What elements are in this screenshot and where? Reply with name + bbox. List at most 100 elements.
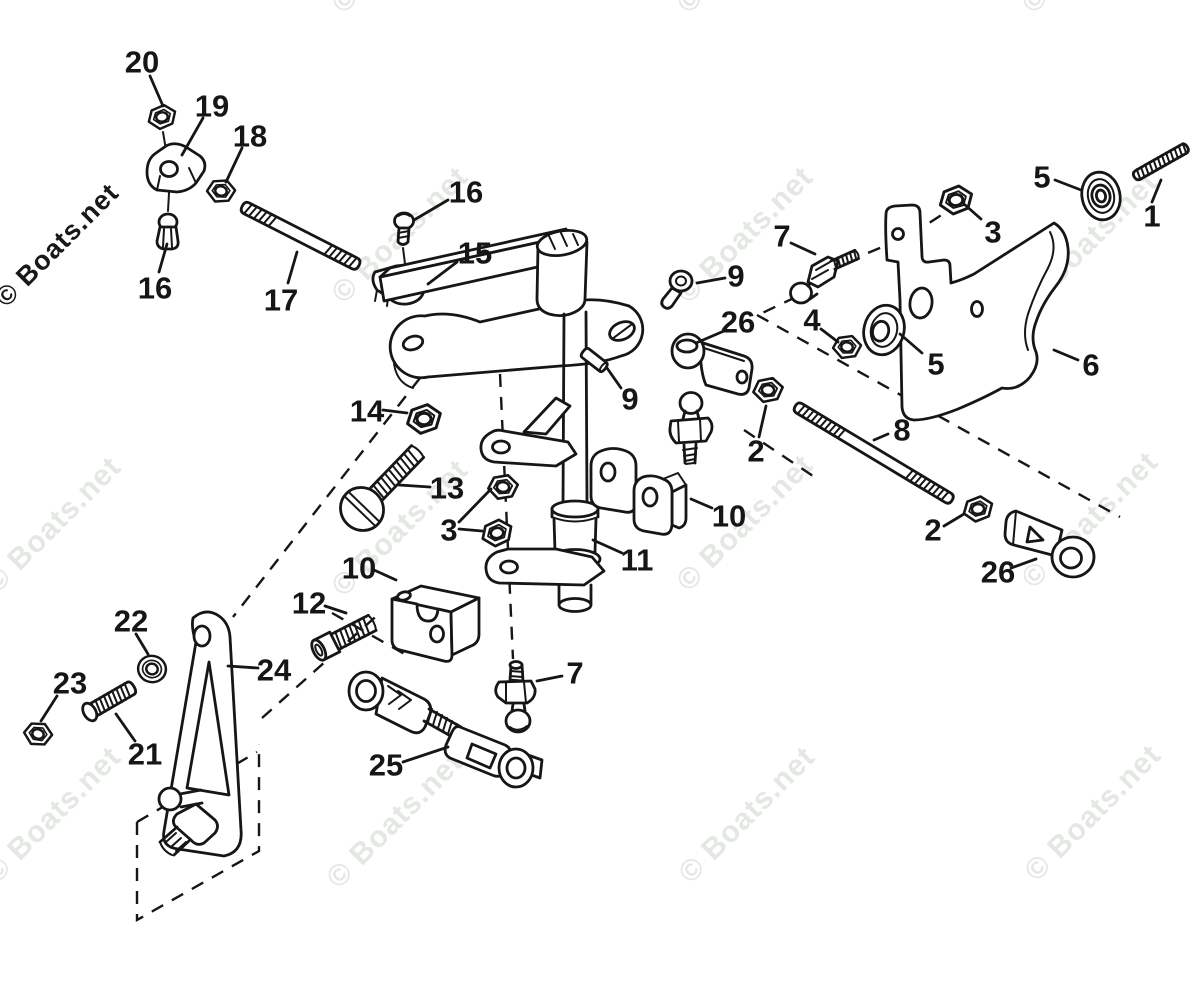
part-9-bolt (660, 269, 694, 310)
watermark-text: © Boats.net (0, 740, 128, 889)
part-26-link-left (670, 332, 754, 396)
watermark-text: © Boats.net (0, 450, 128, 599)
part-3-nut-right (937, 183, 975, 217)
leader-line-part-22 (134, 632, 150, 656)
part-label-18: 18 (233, 119, 267, 154)
part-label-26: 26 (721, 305, 755, 340)
watermark-text: © Boats.net (670, 0, 819, 20)
part-7-bolt-mid (668, 391, 714, 465)
leader-line-part-12 (323, 604, 348, 615)
leader-line-part-15 (426, 260, 459, 286)
part-10-clamp-right (589, 447, 688, 536)
part-label-21: 21 (128, 737, 162, 772)
part-label-9: 9 (621, 382, 638, 417)
part-label-12: 12 (292, 586, 326, 621)
part-6-bracket (884, 203, 1070, 422)
leader-line-part-10 (689, 497, 714, 510)
alignment-dashed-line (232, 377, 421, 618)
part-4-nut (830, 332, 864, 362)
leader-line-part-13 (397, 483, 432, 489)
part-label-7: 7 (566, 656, 583, 691)
part-label-14: 14 (350, 394, 385, 429)
part-main-pivot-arm-assembly (378, 227, 645, 613)
leader-line-part-5 (1053, 178, 1083, 192)
alignment-dashed-line (857, 201, 961, 259)
watermark-text: © Boats.net (672, 740, 821, 889)
leader-line-part-25 (401, 745, 450, 764)
part-label-9: 9 (727, 259, 744, 294)
leader-line-part-6 (1052, 348, 1080, 362)
part-label-22: 22 (114, 604, 148, 639)
part-label-16: 16 (138, 271, 172, 306)
part-label-10: 10 (342, 551, 376, 586)
part-label-19: 19 (195, 89, 229, 124)
part-label-17: 17 (264, 283, 298, 318)
leader-line-part-19 (180, 116, 205, 157)
watermark-text-dark: © Boats.net (0, 177, 125, 312)
leader-line-part-21 (114, 712, 137, 743)
part-9-pin (579, 346, 609, 374)
alignment-dashed-line (743, 429, 817, 479)
leader-line-part-9 (605, 366, 623, 390)
part-7-bolt-bottom (494, 660, 537, 734)
part-2-nut-left (751, 375, 785, 405)
leader-line-part-16 (412, 198, 450, 222)
part-label-8: 8 (893, 413, 910, 448)
leader-line-part-3 (457, 527, 484, 533)
leader-line-part-2 (942, 512, 966, 528)
leader-line-part-3 (457, 487, 493, 524)
leader-line-part-18 (224, 146, 244, 184)
part-label-25: 25 (369, 748, 403, 783)
part-label-16: 16 (449, 175, 483, 210)
part-24-lever (157, 610, 243, 858)
part-label-13: 13 (430, 471, 464, 506)
part-14-nut (404, 402, 444, 436)
part-20-nut (145, 102, 179, 132)
leader-line-part-26 (694, 329, 726, 345)
leader-line-part-20 (148, 74, 165, 108)
watermark-text: © Boats.net (325, 0, 474, 20)
part-label-20: 20 (125, 45, 159, 80)
part-label-24: 24 (257, 653, 292, 688)
part-label-26: 26 (981, 555, 1015, 590)
part-3-nut-center-upper (486, 472, 520, 502)
parts-artwork-layer (20, 102, 1190, 858)
leader-line-part-7 (789, 241, 817, 256)
part-12-screw (310, 613, 378, 662)
part-5-washer (862, 303, 906, 357)
part-21-screw (81, 680, 138, 723)
leader-line-part-5 (898, 332, 924, 355)
leader-line-part-23 (39, 694, 59, 723)
part-1-screw (1131, 142, 1190, 182)
part-18-nut (203, 175, 239, 207)
part-label-15: 15 (458, 236, 492, 271)
leader-line-part-7 (535, 674, 564, 683)
leader-line-part-10 (372, 568, 398, 582)
part-19-block (145, 131, 207, 212)
leader-line-part-11 (591, 538, 624, 555)
watermark-text: © Boats.net (1018, 738, 1167, 887)
part-label-6: 6 (1082, 348, 1099, 383)
leader-line-part-3 (962, 202, 983, 221)
leader-lines-layer (39, 74, 1163, 764)
part-label-5: 5 (927, 347, 944, 382)
part-23-nut (20, 717, 56, 751)
part-label-2: 2 (747, 434, 764, 469)
part-2-nut-right (961, 494, 995, 524)
part-label-3: 3 (984, 215, 1001, 250)
part-22-washer (134, 652, 170, 686)
part-label-10: 10 (712, 499, 746, 534)
leader-line-part-2 (757, 404, 768, 439)
leader-line-part-17 (286, 250, 299, 285)
alignment-dashed-line (135, 744, 261, 923)
part-17-rod (239, 200, 362, 271)
part-26-link-right (1003, 509, 1096, 579)
part-label-5: 5 (1033, 160, 1050, 195)
part-label-7: 7 (773, 219, 790, 254)
part-label-1: 1 (1143, 199, 1160, 234)
part-10-clamp-left (390, 584, 481, 663)
alignment-dashed-line (498, 373, 515, 660)
